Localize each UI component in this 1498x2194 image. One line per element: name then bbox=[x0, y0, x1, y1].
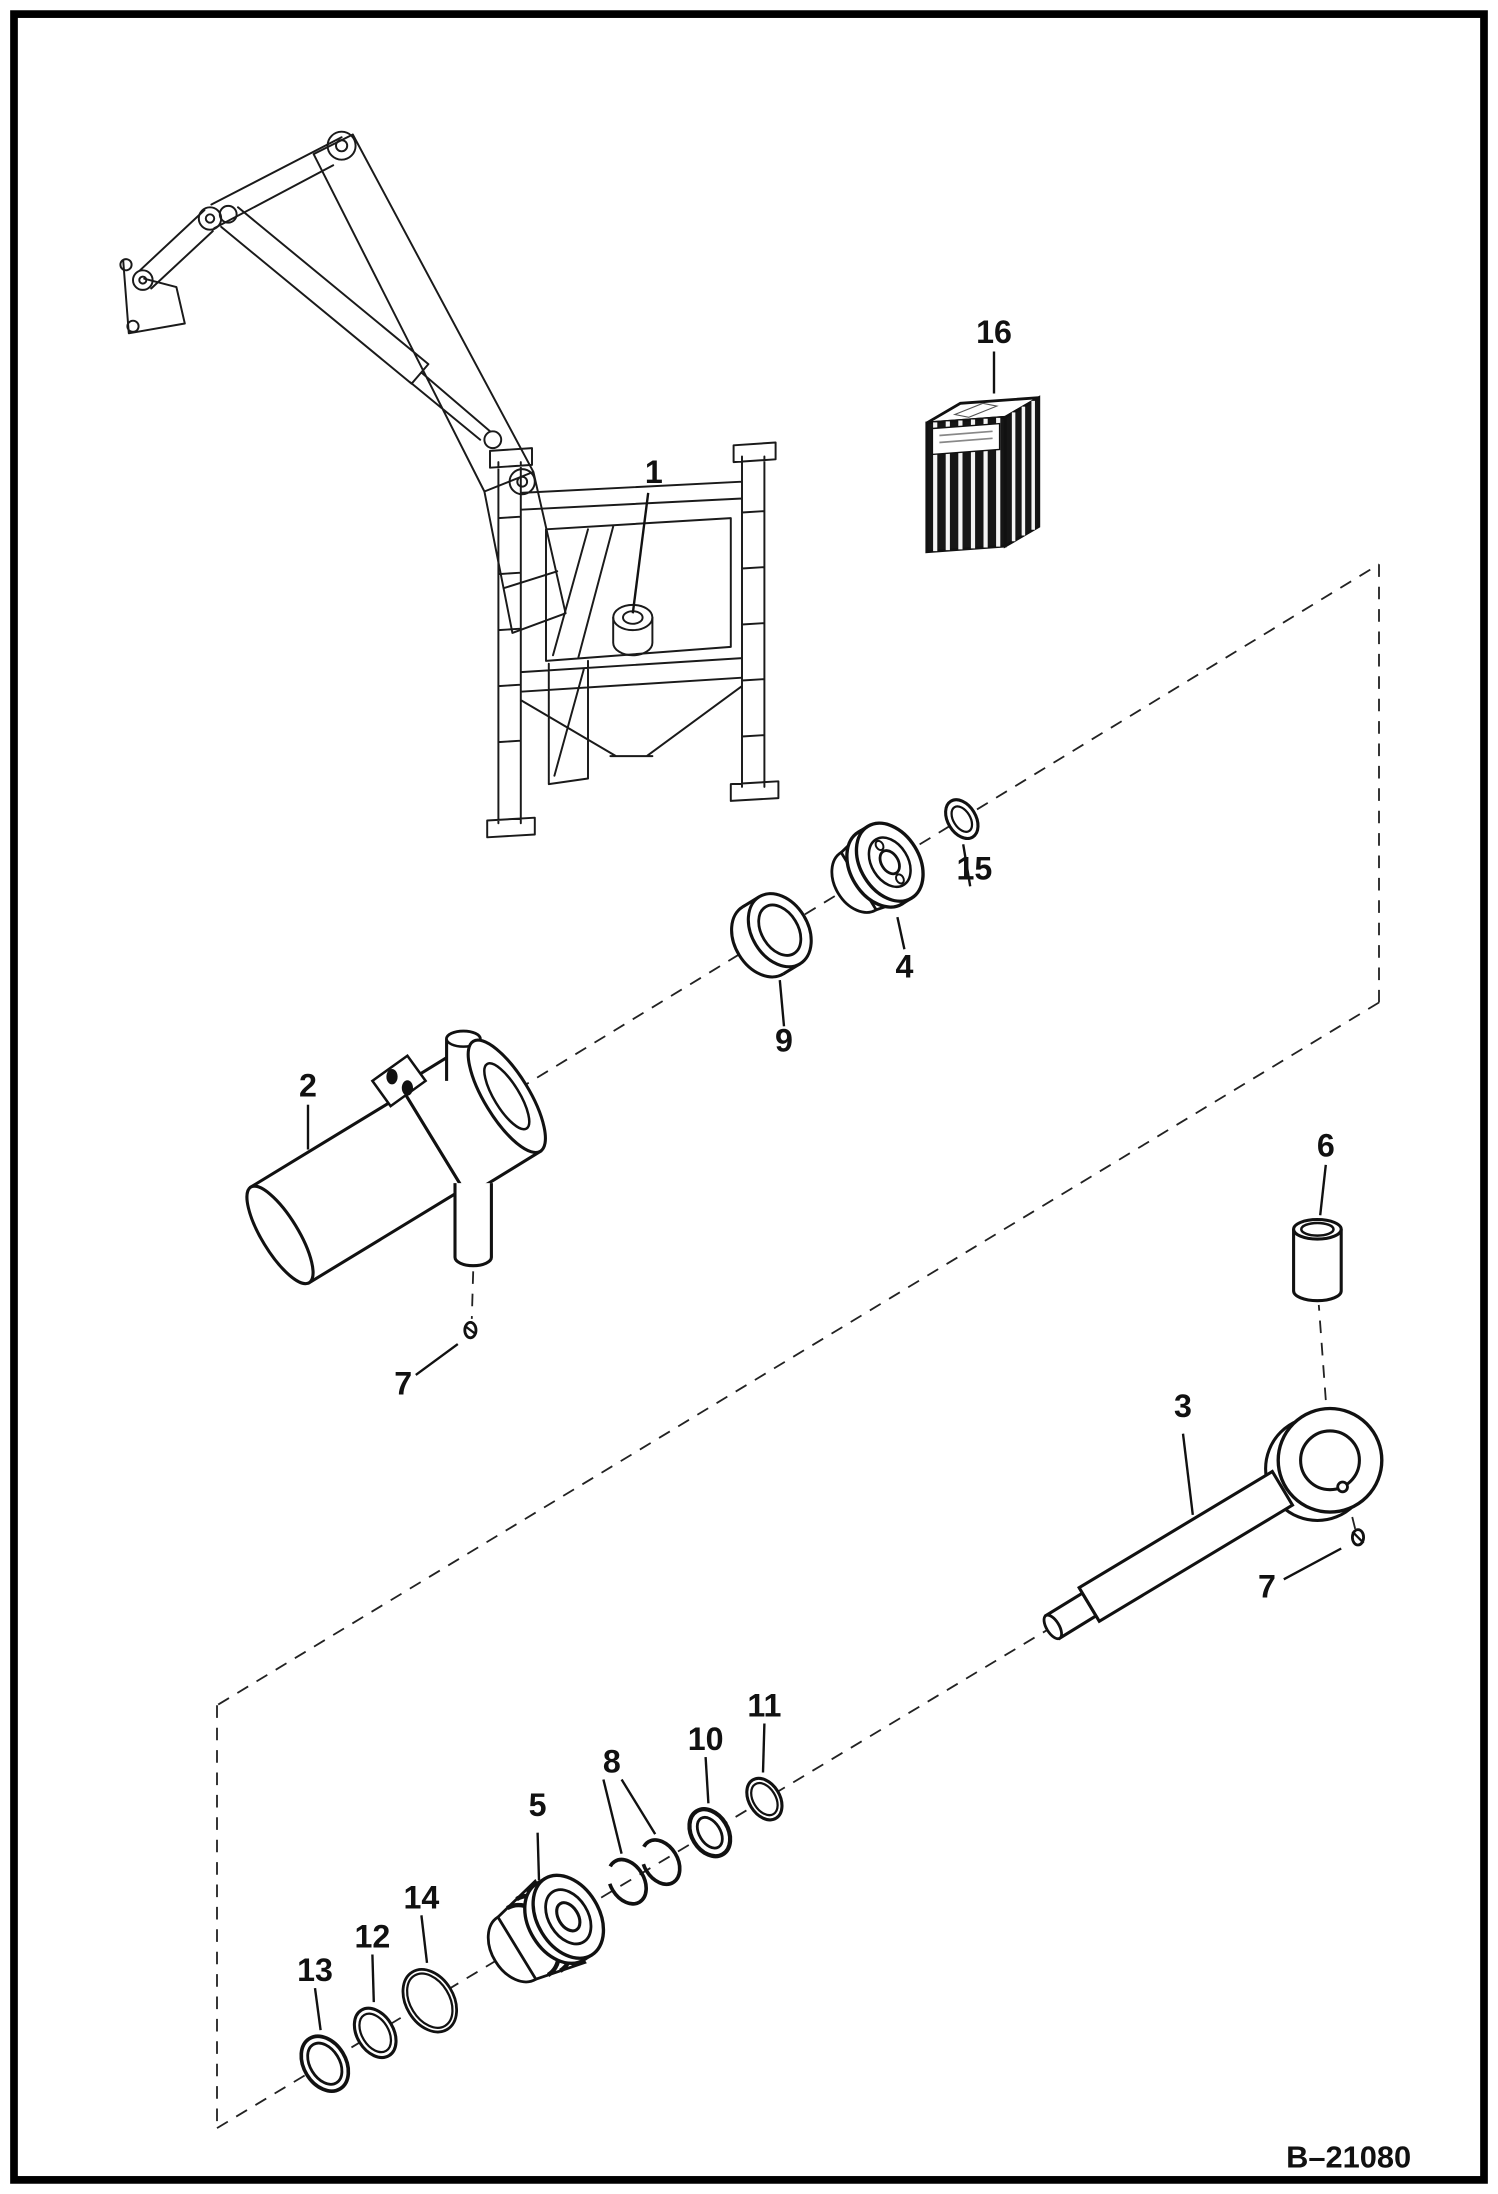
backhoe-illustration bbox=[119, 130, 780, 839]
o-ring-part-15 bbox=[944, 798, 980, 840]
backup-ring-part-10 bbox=[687, 1807, 733, 1859]
bushing-part-6 bbox=[1292, 1217, 1343, 1303]
box-side-stripes bbox=[1011, 400, 1035, 542]
o-ring-part-11 bbox=[745, 1776, 784, 1822]
callout-labels: 1 2 3 4 5 6 7 7 8 9 10 11 12 13 14 15 16 bbox=[297, 314, 1335, 1988]
callout-label-4: 4 bbox=[895, 948, 913, 984]
piston-part-5 bbox=[486, 1873, 606, 1984]
callout-label-7a: 7 bbox=[394, 1366, 412, 1402]
snap-rings-part-8 bbox=[606, 1838, 682, 1906]
callout-label-12: 12 bbox=[354, 1919, 390, 1955]
callout-label-9: 9 bbox=[775, 1023, 793, 1059]
callout-label-6: 6 bbox=[1317, 1128, 1335, 1164]
rod-part-3 bbox=[1042, 1406, 1384, 1641]
set-screw-part-7b bbox=[1351, 1528, 1365, 1547]
callout-label-14: 14 bbox=[403, 1879, 439, 1915]
callout-label-8: 8 bbox=[603, 1744, 621, 1780]
o-ring-part-14 bbox=[401, 1968, 459, 2034]
seal-ring-part-13 bbox=[299, 2034, 351, 2093]
callout-label-10: 10 bbox=[688, 1721, 724, 1757]
head-gland-part-4 bbox=[830, 821, 925, 914]
callout-label-1: 1 bbox=[645, 454, 663, 490]
mounting-frame-lines bbox=[486, 441, 780, 839]
gland-ring-part-9 bbox=[730, 892, 813, 979]
callout-label-13: 13 bbox=[297, 1952, 333, 1988]
seal-kit-box-part-16 bbox=[925, 395, 1041, 554]
callout-label-15: 15 bbox=[956, 850, 992, 886]
o-ring-part-12 bbox=[352, 2006, 398, 2060]
set-screw-part-7a bbox=[463, 1321, 478, 1340]
figure-reference-code: B–21080 bbox=[1286, 2139, 1411, 2174]
page-border bbox=[10, 10, 1488, 2184]
callout-label-11: 11 bbox=[747, 1688, 781, 1724]
boom-pivots bbox=[119, 130, 536, 496]
callout-label-7b: 7 bbox=[1258, 1569, 1276, 1605]
box-top-label bbox=[952, 402, 999, 418]
callout-label-16: 16 bbox=[976, 314, 1012, 350]
callout-label-5: 5 bbox=[529, 1787, 547, 1823]
callout-label-3: 3 bbox=[1174, 1388, 1192, 1424]
callout-label-2: 2 bbox=[299, 1067, 317, 1103]
assembly-axis-lines bbox=[216, 563, 1380, 2129]
cylinder-part-2 bbox=[245, 1029, 547, 1286]
leader-lines bbox=[306, 351, 1342, 2031]
